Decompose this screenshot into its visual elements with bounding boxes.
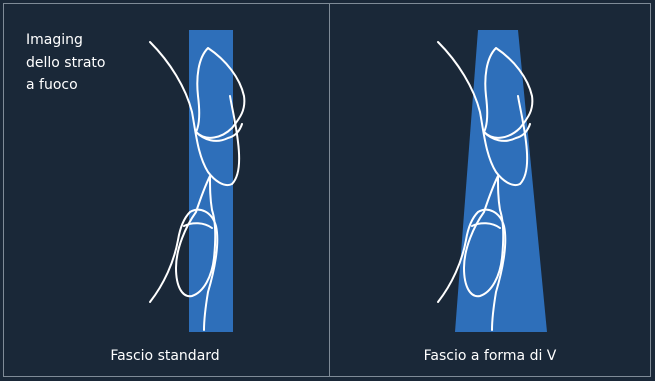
focus-layer-label: Imaging dello strato a fuoco: [26, 29, 146, 97]
v-beam-caption: Fascio a forma di V: [328, 345, 652, 367]
v-shaped-beam: [455, 30, 547, 332]
focus-layer-label-line-1: Imaging: [26, 29, 146, 52]
standard-beam-caption: Fascio standard: [0, 345, 330, 367]
focus-layer-label-line-2: dello strato: [26, 52, 146, 75]
focus-layer-label-line-3: a fuoco: [26, 74, 146, 97]
